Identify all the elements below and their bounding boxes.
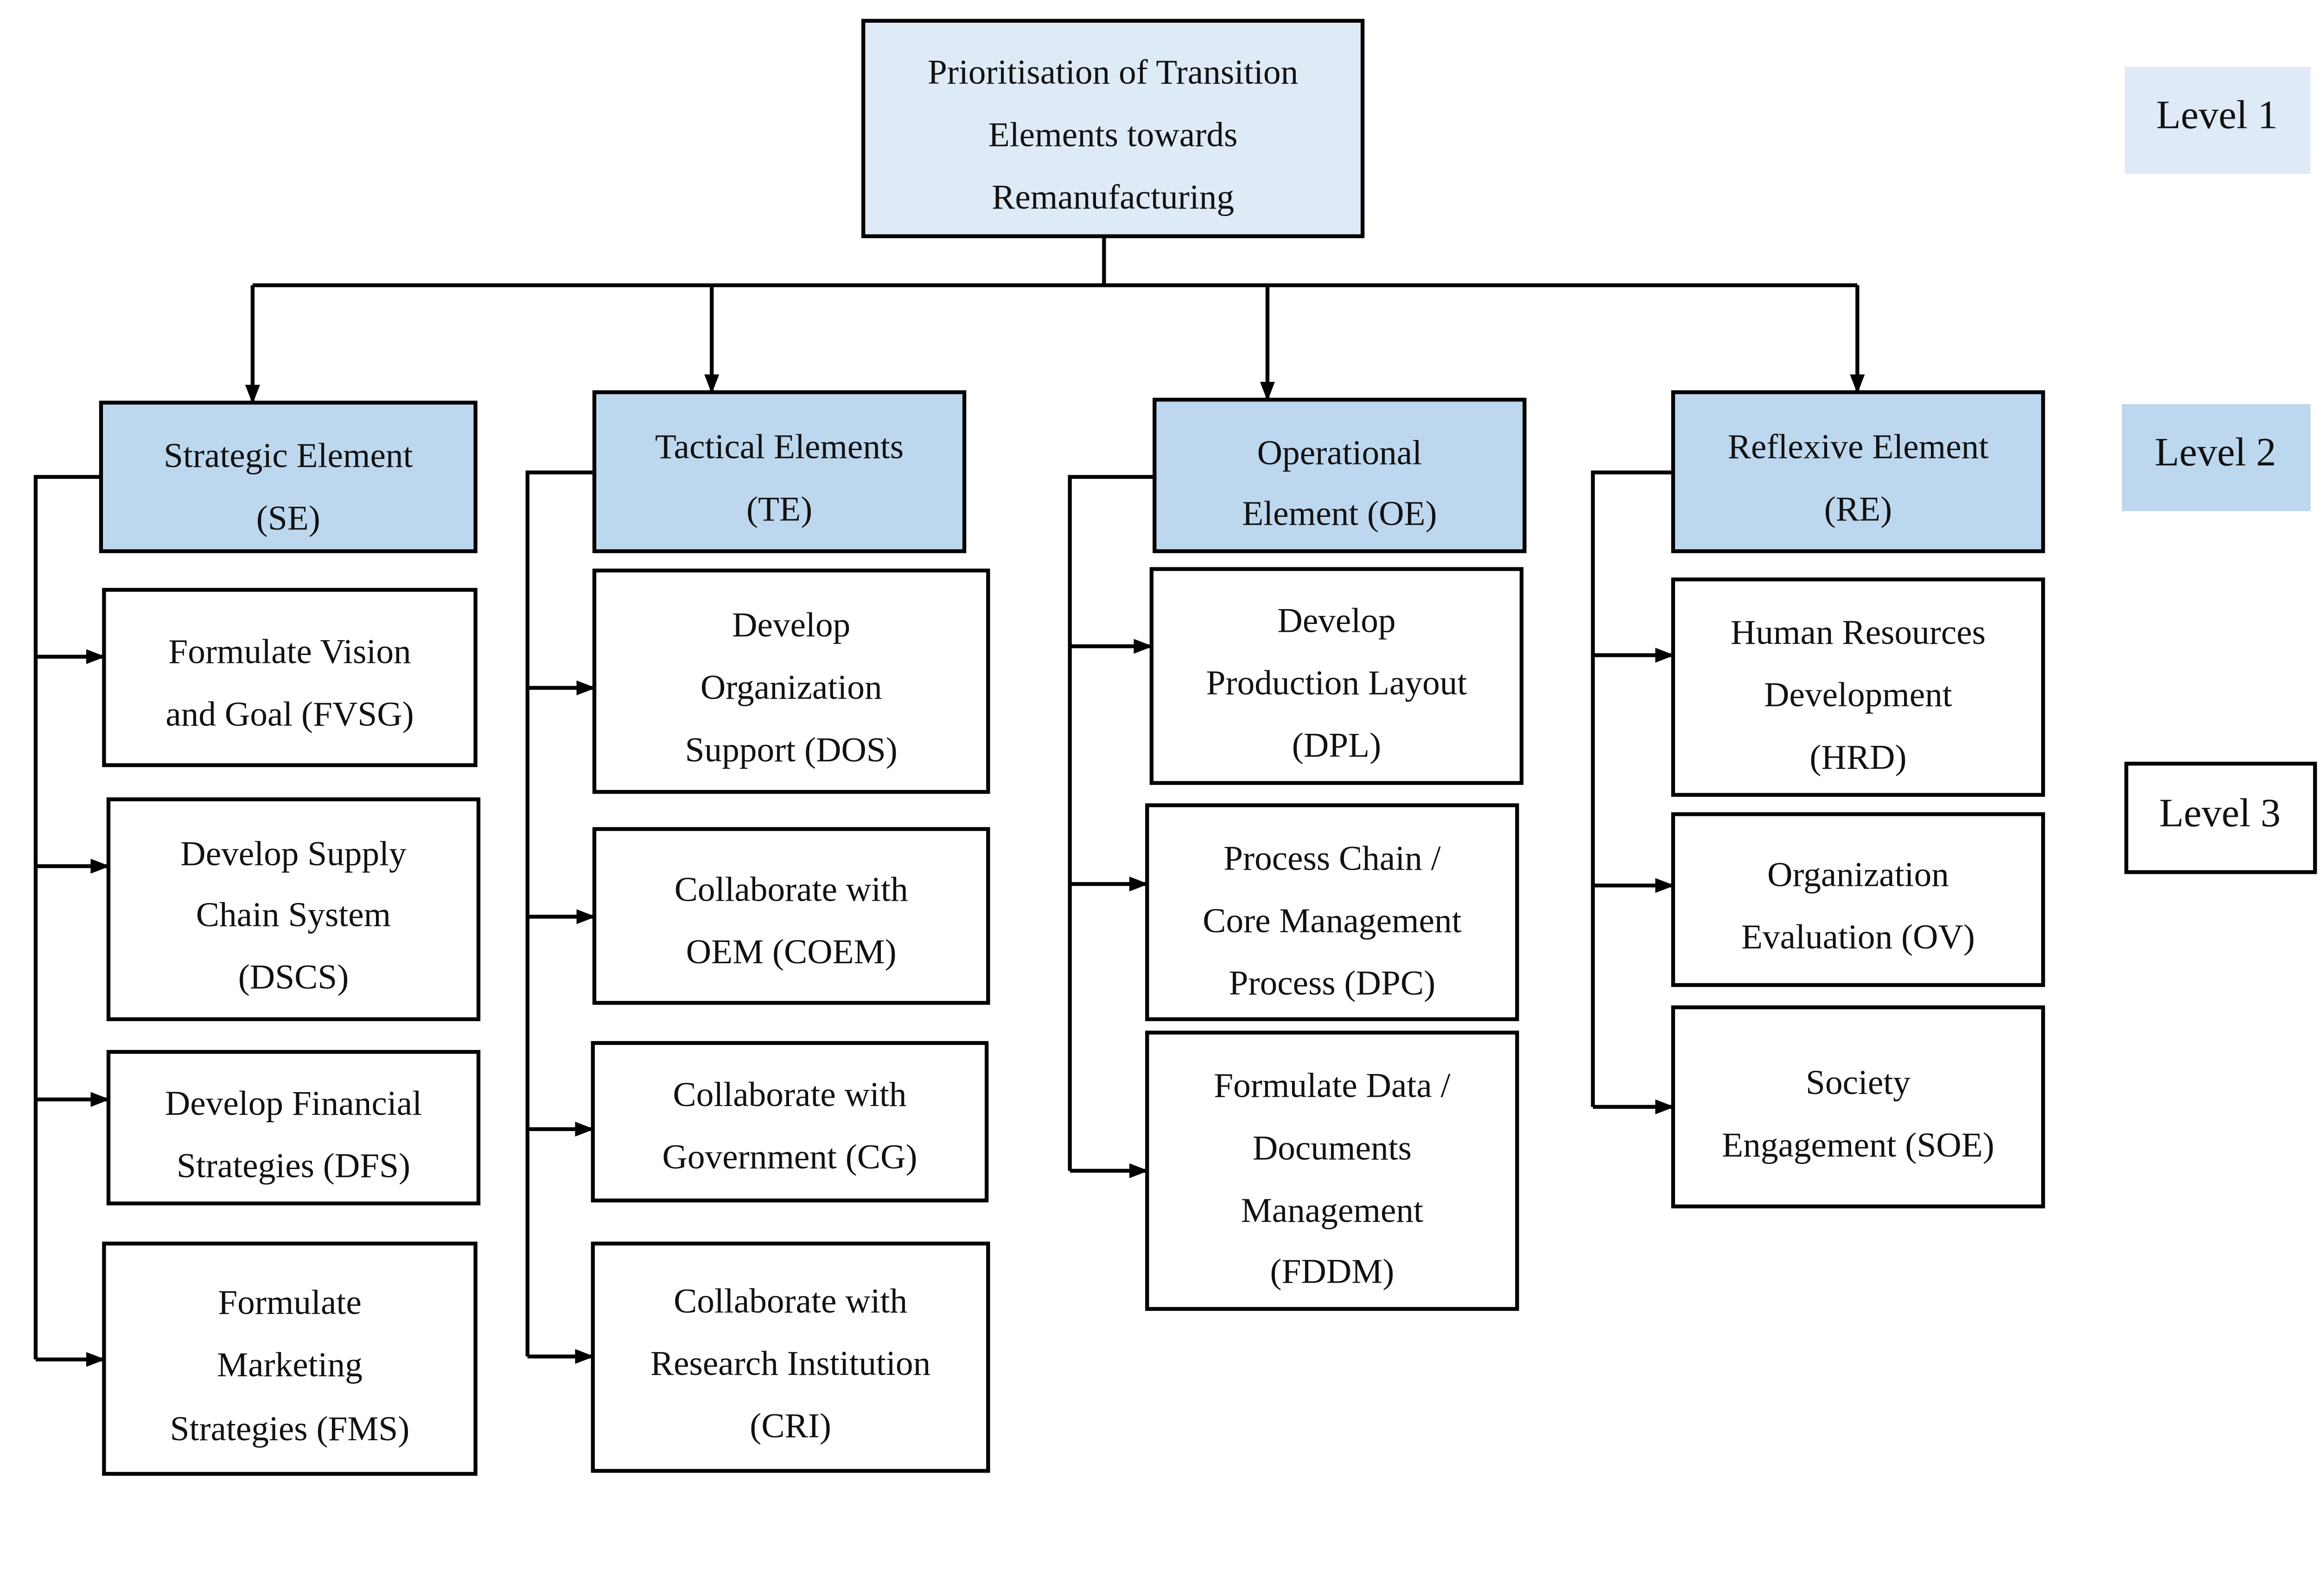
strategic-child-node — [106, 1050, 481, 1206]
tactical-child-node-text: (CRI) — [750, 1407, 831, 1445]
tactical-child-node-text: Organization — [700, 668, 882, 707]
operational-element-node-text: Operational — [1257, 433, 1422, 472]
root-node — [861, 19, 1365, 238]
operational-child-node-text: Formulate Data / — [1214, 1067, 1450, 1105]
operational-child-node-text: Process Chain / — [1223, 839, 1441, 877]
operational-element-node — [1153, 398, 1527, 553]
operational-trunk-line — [1068, 475, 1155, 1171]
reflexive-child-node-text: (HRD) — [1809, 738, 1906, 776]
operational-child-node-text: Core Management — [1203, 902, 1461, 940]
reflexive-element-node-text: (RE) — [1824, 490, 1892, 528]
root-node-text: Elements towards — [988, 115, 1238, 154]
strategic-child-node-text: and Goal (FVSG) — [166, 695, 414, 733]
strategic-child-node-text: Chain System — [196, 896, 391, 934]
operational-child-node-text: Process (DPC) — [1229, 964, 1436, 1002]
tactical-child-node — [592, 827, 990, 1005]
operational-child-node-text: (DPL) — [1292, 726, 1381, 765]
tactical-child-node — [591, 1241, 990, 1473]
operational-child-node-text: Documents — [1253, 1129, 1412, 1167]
tactical-child-node-text: OEM (COEM) — [686, 933, 897, 971]
tactical-element-node-text: Tactical Elements — [655, 427, 904, 466]
operational-element-node-text: Element (OE) — [1242, 495, 1437, 533]
level-3-label-box — [2124, 762, 2317, 874]
reflexive-child-node-text: Engagement (SOE) — [1722, 1126, 1994, 1164]
level-label: Level 2 — [2155, 430, 2276, 474]
operational-child-node-text: Management — [1241, 1191, 1423, 1230]
level-1-label-box — [2125, 67, 2311, 174]
root-node-text: Prioritisation of Transition — [928, 53, 1298, 92]
reflexive-child-node-text: Human Resources — [1731, 613, 1986, 652]
reflexive-child-node — [1671, 812, 2045, 987]
level-label: Level 1 — [2156, 92, 2278, 137]
operational-child-node — [1145, 803, 1519, 1021]
reflexive-element-node — [1671, 390, 2045, 553]
tactical-child-node-text: Collaborate with — [673, 1075, 906, 1114]
operational-child-node-text: Production Layout — [1206, 664, 1467, 702]
reflexive-child-node — [1671, 1005, 2045, 1208]
tactical-trunk-line — [525, 471, 595, 1357]
tactical-child-node — [591, 1041, 989, 1202]
reflexive-child-node-text: Society — [1806, 1063, 1910, 1102]
operational-child-node-text: (FDDM) — [1270, 1252, 1394, 1291]
tactical-element-node-text: (TE) — [746, 490, 812, 528]
reflexive-child-node — [1671, 577, 2045, 797]
strategic-child-node — [102, 1241, 478, 1476]
strategic-child-node-text: (DSCS) — [238, 958, 349, 997]
strategic-element-node — [99, 401, 478, 553]
tactical-element-node — [592, 390, 967, 553]
strategic-child-node — [106, 797, 481, 1021]
tactical-child-node-text: Collaborate with — [674, 1282, 907, 1320]
strategic-child-node-text: Formulate Vision — [168, 633, 411, 671]
strategic-element-node-text: Strategic Element — [164, 437, 413, 475]
level-label: Level 3 — [2159, 791, 2281, 835]
tactical-child-node-text: Support (DOS) — [685, 731, 898, 769]
strategic-child-node-text: Strategies (FMS) — [170, 1410, 410, 1448]
reflexive-child-node-text: Development — [1764, 676, 1952, 714]
reflexive-element-node-text: Reflexive Element — [1728, 427, 1989, 466]
strategic-child-node-text: Marketing — [217, 1346, 363, 1384]
strategic-child-node — [102, 588, 478, 767]
reflexive-child-node-text: Organization — [1767, 856, 1949, 894]
strategic-child-node-text: Formulate — [218, 1284, 362, 1322]
operational-child-node-text: Develop — [1277, 601, 1395, 640]
root-node-text: Remanufacturing — [992, 178, 1234, 216]
tactical-child-node-text: Government (CG) — [662, 1138, 917, 1176]
level-2-label-box — [2121, 404, 2311, 511]
reflexive-child-node-text: Evaluation (OV) — [1741, 918, 1975, 956]
strategic-child-node-text: Develop Supply — [180, 835, 407, 873]
strategic-child-node-text: Develop Financial — [165, 1084, 422, 1123]
reflexive-trunk-line — [1591, 471, 1673, 1107]
operational-child-node — [1149, 567, 1524, 785]
tactical-child-node-text: Collaborate with — [675, 871, 908, 909]
strategic-child-node-text: Strategies (DFS) — [177, 1147, 410, 1185]
strategic-element-node-text: (SE) — [256, 499, 320, 537]
tactical-child-node-text: Research Institution — [650, 1344, 930, 1383]
tactical-child-node-text: Develop — [732, 606, 850, 644]
tactical-child-node — [592, 568, 990, 794]
strategic-trunk-line — [33, 475, 101, 1360]
operational-child-node — [1145, 1030, 1519, 1311]
